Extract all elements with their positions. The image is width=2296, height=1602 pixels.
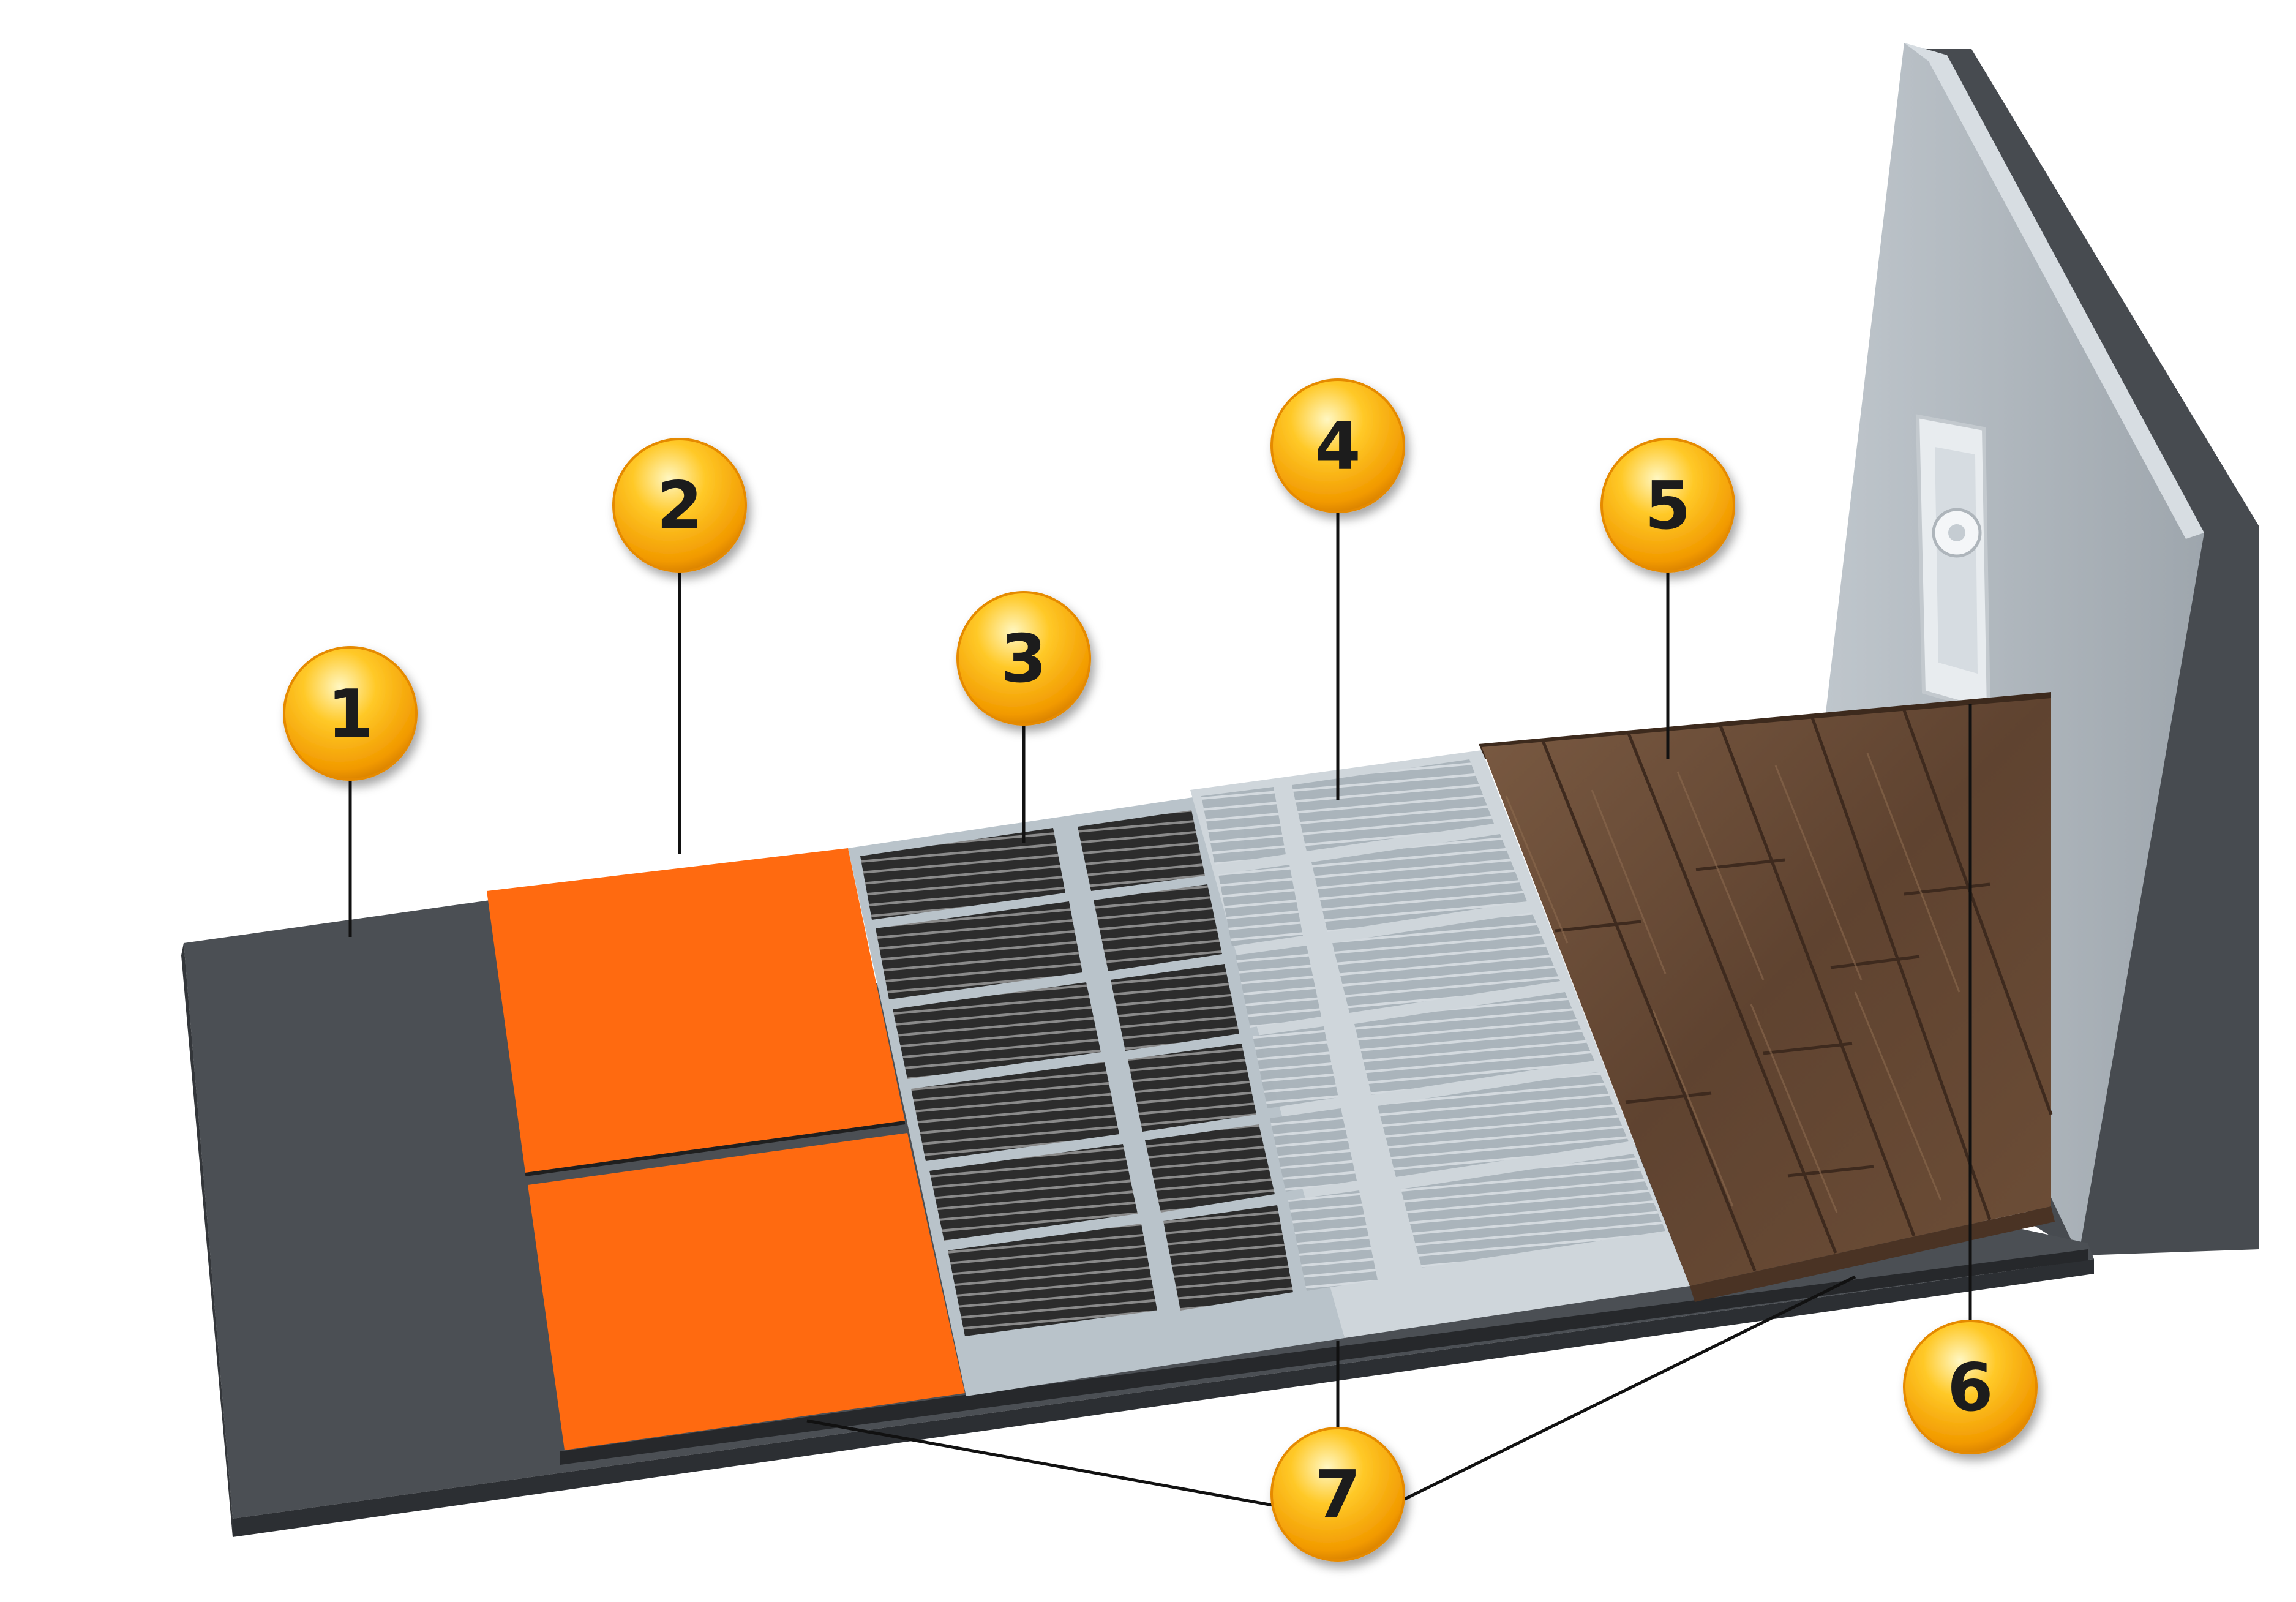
marker-4-badge	[1270, 378, 1405, 513]
underlayer	[560, 1249, 2088, 1465]
marker-5-label: 5	[1645, 468, 1690, 544]
wall-face	[1825, 43, 2204, 1255]
marker-3-badge	[956, 591, 1091, 726]
marker-6: 6	[1903, 1320, 2038, 1454]
marker-4-label: 4	[1315, 408, 1360, 485]
insulation-panel-top	[487, 848, 905, 1173]
subfloor-bottom-edge	[233, 1259, 2094, 1537]
marker-1-badge	[283, 646, 418, 781]
subfloor-front-edge	[181, 943, 233, 1537]
protective-film-panels	[1201, 759, 1665, 1291]
laminate-layer	[1479, 692, 2055, 1302]
marker-7-label: 7	[1315, 1457, 1360, 1533]
marker-6-badge	[1903, 1320, 2038, 1454]
wall-side-highlight	[1904, 43, 2204, 539]
laminate-grain	[1505, 753, 1960, 1213]
marker-2-badge	[612, 438, 747, 573]
marker-5: 5	[1600, 438, 1735, 573]
marker-4: 4	[1270, 378, 1405, 513]
laminate-top	[1482, 698, 2051, 1286]
marker-2-label: 2	[656, 468, 702, 544]
insulation-layer	[487, 848, 965, 1450]
heating-film-layer	[848, 796, 1345, 1396]
laminate-planks	[1541, 710, 2053, 1271]
thermostat-screen	[1935, 447, 1978, 674]
leader-line-7c	[1401, 1275, 1856, 1502]
marker-5-badge	[1600, 438, 1735, 573]
insulation-seam	[525, 1121, 906, 1176]
marker-3: 3	[956, 591, 1091, 726]
leader-lines	[348, 511, 1972, 1508]
marker-1: 1	[283, 646, 418, 781]
heating-film-panels	[860, 810, 1293, 1336]
insulation-panel-bottom	[528, 1133, 965, 1450]
marker-6-label: 6	[1947, 1350, 1993, 1426]
thermostat-dial-center	[1948, 524, 1965, 541]
marker-2: 2	[612, 438, 747, 573]
marker-3-label: 3	[1000, 621, 1046, 698]
thermostat	[1915, 414, 1991, 713]
laminate-front-edge	[1690, 1206, 2055, 1302]
marker-1-label: 1	[327, 676, 373, 753]
marker-7-badge	[1270, 1427, 1405, 1562]
marker-7: 7	[1270, 1427, 1405, 1562]
leader-line-7a	[806, 1419, 1280, 1508]
protective-film-layer	[1190, 750, 1690, 1338]
